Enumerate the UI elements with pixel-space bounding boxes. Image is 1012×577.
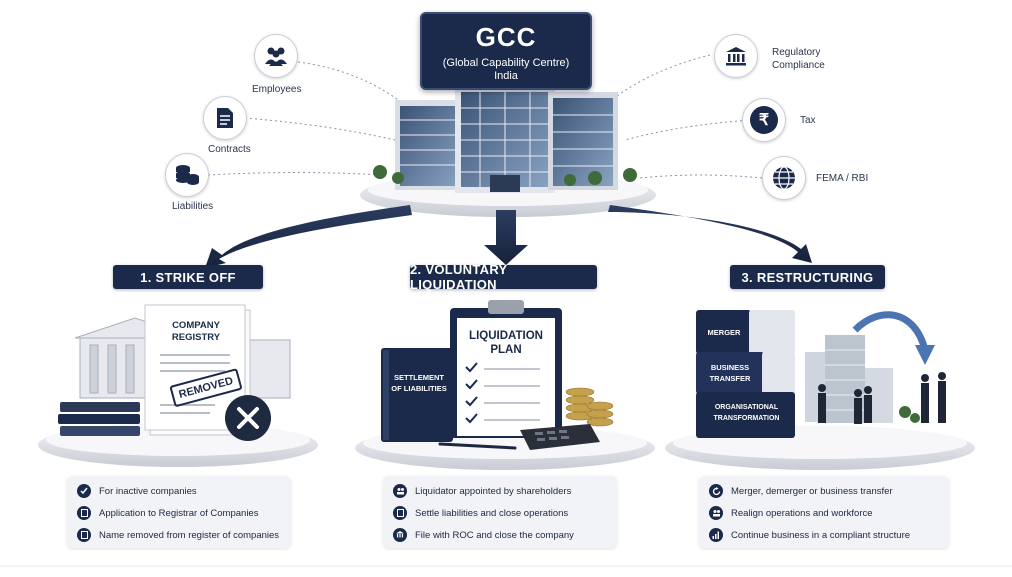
people-icon: [393, 484, 407, 498]
check-icon: [77, 484, 91, 498]
tax-label: Tax: [800, 115, 816, 126]
list-item: Settle liabilities and close operations: [393, 502, 607, 524]
list-item: File with ROC and close the company: [393, 524, 607, 546]
list-item: Realign operations and workforce: [709, 502, 939, 524]
gcc-subtitle: (Global Capability Centre): [442, 57, 570, 69]
binders-illustration: [58, 402, 140, 436]
office-building-illustration: [373, 85, 637, 193]
list-item: Name removed from register of companies: [77, 524, 281, 546]
coins-icon: [165, 153, 209, 197]
document-icon: [393, 506, 407, 520]
globe-icon: [762, 156, 806, 200]
option-restructuring-title: 3. RESTRUCTURING: [730, 265, 885, 289]
bank-icon: [714, 34, 758, 78]
list-item-text: For inactive companies: [99, 485, 197, 497]
fema-rbi-label: FEMA / RBI: [816, 173, 869, 184]
list-item-text: Merger, demerger or business transfer: [731, 485, 893, 497]
document-icon: [203, 96, 247, 140]
list-item-text: Settle liabilities and close operations: [415, 507, 569, 519]
contracts-label: Contracts: [208, 144, 251, 155]
restructuring-bullets: Merger, demerger or business transfer Re…: [699, 476, 949, 548]
people-icon: [254, 34, 298, 78]
list-item-text: Application to Registrar of Companies: [99, 507, 259, 519]
list-item-text: Continue business in a compliant structu…: [731, 529, 911, 541]
list-item: For inactive companies: [77, 480, 281, 502]
liquidation-illustration: [381, 300, 614, 450]
regulatory-compliance-label: Regulatory Compliance: [772, 47, 825, 71]
document-icon: [77, 528, 91, 542]
list-item-text: File with ROC and close the company: [415, 529, 574, 541]
refresh-icon: [709, 484, 723, 498]
gcc-title-box: GCC (Global Capability Centre) India: [420, 12, 592, 90]
liquidation-plan-label: LIQUIDATION PLAN: [469, 330, 543, 356]
list-item: Continue business in a compliant structu…: [709, 524, 939, 546]
option-voluntary-liquidation-title: 2. VOLUNTARY LIQUIDATION: [410, 262, 597, 292]
puzzle-organisational-transformation-label: ORGANISATIONAL TRANSFORMATION: [713, 404, 780, 422]
document-icon: [77, 506, 91, 520]
puzzle-merger-label: MERGER: [707, 328, 741, 337]
company-registry-document: [144, 304, 271, 441]
rupee-icon: ₹: [742, 98, 786, 142]
list-item-text: Realign operations and workforce: [731, 507, 873, 519]
puzzle-business-transfer-label: BUSINESS TRANSFER: [709, 363, 751, 383]
liquidation-bullets: Liquidator appointed by shareholders Set…: [383, 476, 617, 548]
restructuring-illustration: [696, 310, 946, 438]
people-icon: [709, 506, 723, 520]
strike-off-bullets: For inactive companies Application to Re…: [67, 476, 291, 548]
list-item: Application to Registrar of Companies: [77, 502, 281, 524]
gcc-location: India: [494, 70, 518, 82]
connector-lines: [207, 54, 763, 179]
employees-label: Employees: [252, 84, 302, 95]
chart-icon: [709, 528, 723, 542]
company-registry-label: COMPANY REGISTRY: [171, 320, 221, 343]
settlement-of-liabilities-label: SETTLEMENT OF LIABILITIES: [391, 373, 447, 393]
flow-arrows: [205, 205, 812, 268]
list-item-text: Name removed from register of companies: [99, 529, 280, 541]
bank-icon: [393, 528, 407, 542]
list-item: Merger, demerger or business transfer: [709, 480, 939, 502]
liabilities-label: Liabilities: [172, 201, 214, 212]
option-strike-off-title: 1. STRIKE OFF: [113, 265, 263, 289]
gcc-title: GCC: [475, 22, 537, 52]
list-item-text: Liquidator appointed by shareholders: [415, 485, 572, 497]
list-item: Liquidator appointed by shareholders: [393, 480, 607, 502]
